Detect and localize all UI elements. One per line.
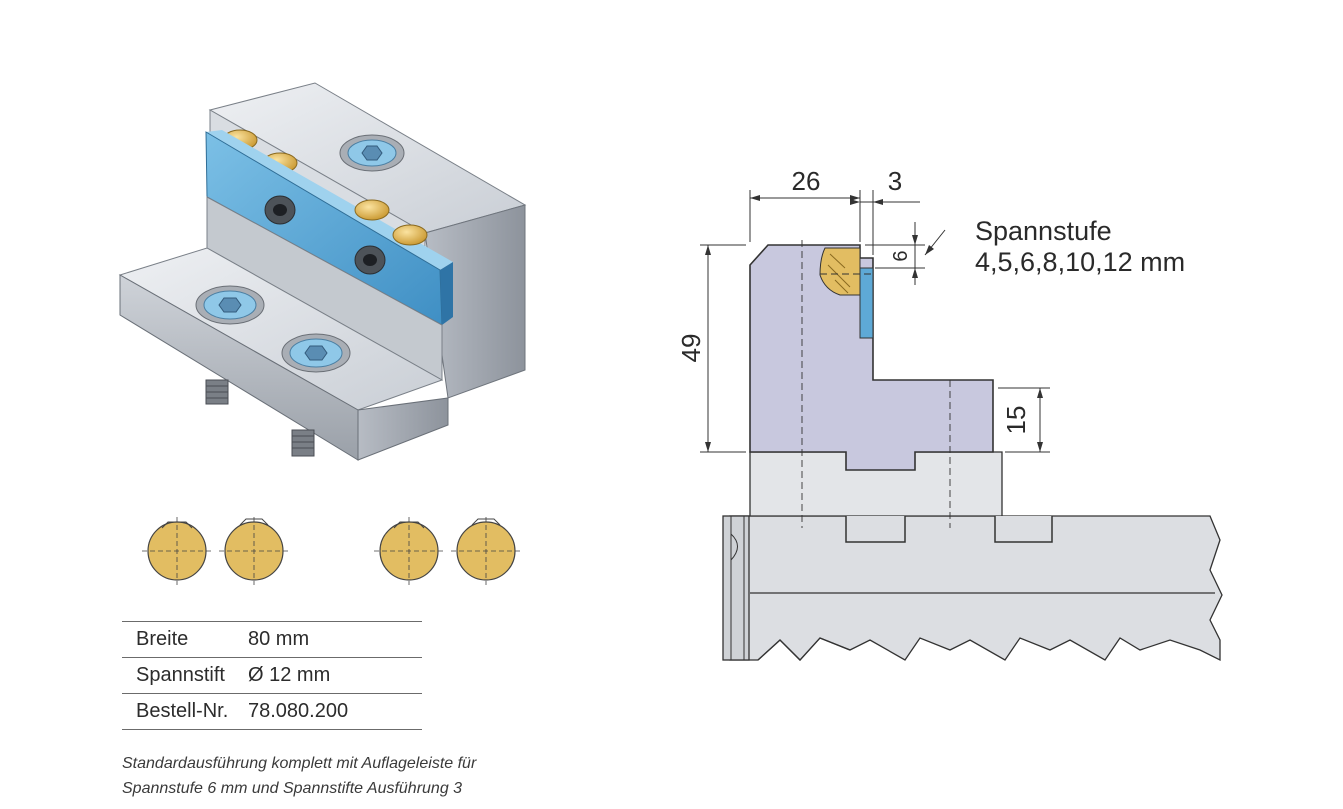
spec-label: Breite [122,621,248,658]
footnote: Standardausführung komplett mit Auflagel… [122,751,476,801]
dim-step-height-label: 15 [1001,406,1031,435]
spec-row-width: Breite 80 mm [122,621,422,658]
pin-variant-3 [374,517,444,585]
pin-variants [142,517,521,585]
spec-row-order-number: Bestell-Nr. 78.080.200 [122,693,422,730]
dimension-arrows [705,195,1043,452]
chuck-body [722,515,1223,662]
dimension-labels: 26 3 49 15 6 Spannstufe 4,5,6,8,10,12 mm [676,166,1185,434]
upper-block-bolt [339,134,405,172]
dim-offset-label: 3 [888,166,902,196]
spec-label: Bestell-Nr. [122,693,248,730]
dimension-lines [700,190,1050,453]
spec-value: 80 mm [248,621,422,658]
spec-value: 78.080.200 [248,693,422,730]
footnote-line-1: Standardausführung komplett mit Auflagel… [122,755,477,772]
callout-title: Spannstufe [975,216,1112,246]
pin-variant-2 [219,517,289,585]
blue-support-pad [205,130,453,326]
lower-block [118,247,449,461]
dim-width-label: 26 [792,166,821,196]
spec-value: Ø 12 mm [248,657,422,694]
lower-block-bolts [195,285,351,373]
centerlines [801,240,951,528]
pin-variant-1 [142,517,212,585]
spec-label: Spannstift [122,657,248,694]
pin-variant-4 [451,517,521,585]
base-jaw [749,451,1053,543]
spec-row-pin: Spannstift Ø 12 mm [122,657,422,694]
gold-pins-lower [354,199,428,246]
footnote-line-2: Spannstufe 6 mm und Spannstifte Ausführu… [122,780,463,797]
spec-table: Breite 80 mm Spannstift Ø 12 mm Bestell-… [122,621,422,730]
pad-screws [264,195,386,275]
bottom-studs [205,379,315,457]
callout-values: 4,5,6,8,10,12 mm [975,247,1185,277]
jaw-isometric-illustration [118,82,527,461]
dim-step-label: 6 [890,250,912,261]
technical-drawing: 26 3 49 15 6 Spannstufe 4,5,6,8,10,12 mm [676,166,1223,662]
dim-height-label: 49 [676,334,706,363]
top-jaw-section [749,244,994,471]
